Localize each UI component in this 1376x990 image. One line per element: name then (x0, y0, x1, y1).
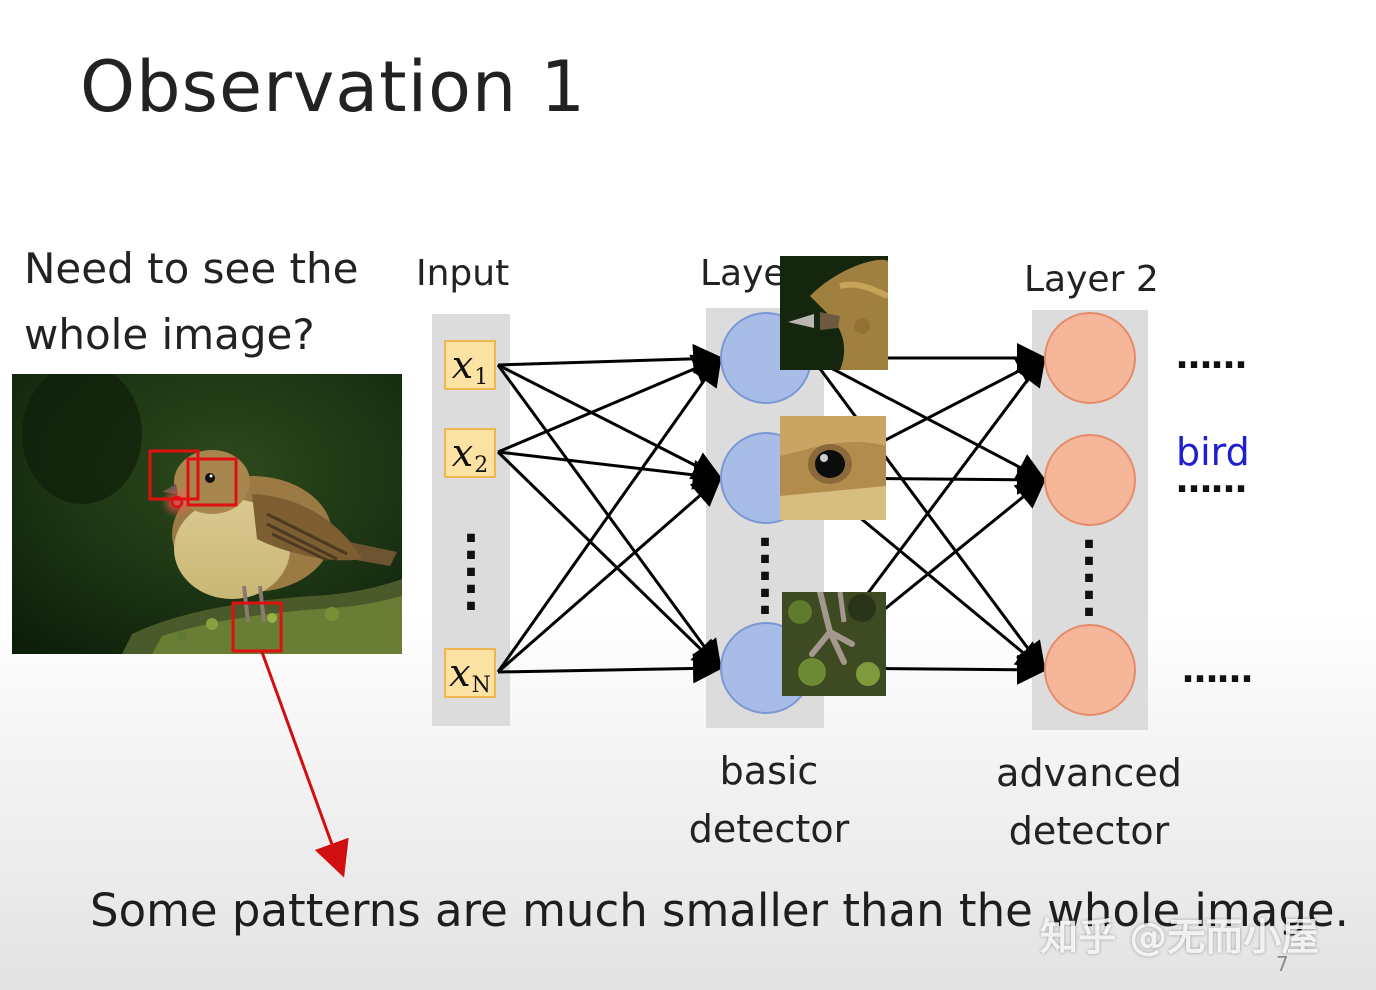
layer2-caption: advanced detector (996, 751, 1182, 853)
layer2-node-1 (1044, 312, 1136, 404)
layer1-vertical-dots: ····· (756, 517, 774, 636)
bottom-statement: Some patterns are much smaller than the … (90, 884, 1349, 937)
output-dots-3: …… (1182, 650, 1253, 691)
input-label: Input (416, 253, 510, 294)
layer2-label: Layer 2 (1024, 259, 1159, 300)
eye-patch (780, 416, 886, 520)
layer2-node-2 (1044, 434, 1136, 526)
beak-box (148, 449, 200, 501)
layer2-vertical-dots: ····· (1080, 519, 1098, 638)
output-dots-1: …… (1176, 336, 1247, 377)
layer1-caption: basic detector (688, 749, 850, 851)
claw-patch (782, 592, 886, 696)
eye-box (186, 457, 238, 507)
page-number: 7 (1276, 952, 1289, 976)
slide-title: Observation 1 (80, 46, 587, 128)
red-glow (161, 486, 193, 518)
bird-photo (12, 374, 402, 654)
watermark: 知乎 @无而小屋 (1040, 915, 1320, 959)
beak-patch (780, 256, 888, 370)
red-arrow (260, 651, 349, 878)
layer2-node-3 (1044, 624, 1136, 716)
input-vertical-dots: ····· (462, 513, 480, 632)
bird-label: bird (1176, 430, 1250, 474)
question-text: Need to see the whole image? (24, 244, 359, 359)
claw-box (231, 601, 283, 653)
output-dots-2: …… (1176, 460, 1247, 501)
